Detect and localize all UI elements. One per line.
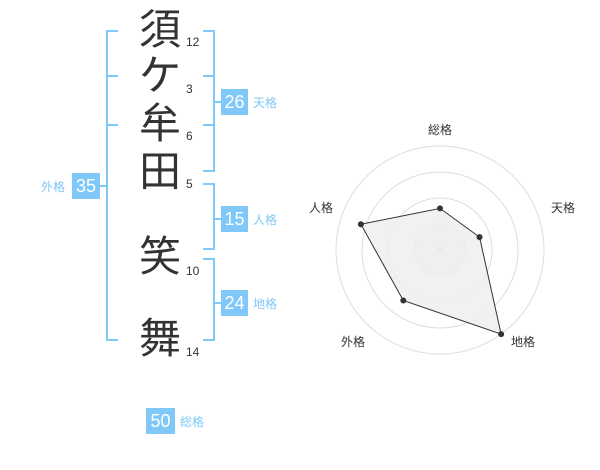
radar-axis-label-chikaku: 地格	[511, 335, 536, 349]
gaikaku-label: 外格	[41, 180, 66, 194]
left-bracket-tick	[106, 124, 118, 126]
jinkaku-bracket-vertical	[213, 183, 215, 250]
radar-axis-label-gaikaku: 外格	[341, 335, 366, 349]
soukaku-value-badge: 50	[146, 408, 175, 434]
stroke-count-1: 12	[186, 35, 200, 49]
radar-ring	[361, 171, 519, 329]
left-bracket-tick	[106, 30, 118, 32]
tenkaku-bracket-connector	[213, 101, 221, 103]
tenkaku-label: 天格	[253, 96, 278, 110]
tenkaku-bracket-tick	[203, 75, 215, 77]
left-bracket-vertical	[106, 30, 108, 341]
stroke-count-2: 3	[186, 82, 193, 96]
name-char-2: ケ	[138, 51, 181, 100]
chikaku-bracket-tick	[203, 339, 215, 341]
radar-point-2	[476, 234, 483, 241]
radar-axis-label-jinkaku: 人格	[309, 201, 334, 215]
radar-point-1	[437, 205, 443, 212]
name-char-4: 田	[138, 147, 181, 196]
left-bracket-tick	[106, 339, 118, 341]
chikaku-bracket-vertical	[213, 258, 215, 341]
chikaku-bracket-connector	[213, 302, 221, 304]
stroke-count-5: 10	[186, 264, 200, 278]
radar-point-5	[357, 221, 364, 228]
name-char-3: 牟	[138, 99, 181, 148]
radar-data-polygon	[360, 207, 502, 335]
jinkaku-label: 人格	[253, 213, 278, 227]
name-char-1: 須	[138, 5, 181, 54]
radar-point-3	[498, 331, 505, 338]
gaikaku-value-badge: 35	[72, 173, 100, 199]
radar-point-4	[400, 297, 407, 304]
stroke-count-6: 14	[186, 345, 200, 359]
radar-ring	[335, 145, 545, 355]
left-bracket-connector	[100, 185, 106, 187]
chikaku-label: 地格	[253, 297, 278, 311]
name-char-5: 笑	[138, 232, 181, 281]
tenkaku-bracket-tick	[203, 30, 215, 32]
chikaku-bracket-tick	[203, 258, 215, 260]
jinkaku-bracket-connector	[213, 218, 221, 220]
radar-axis-label-tenkaku: 天格	[551, 201, 576, 215]
soukaku-label: 総格	[180, 415, 205, 429]
tenkaku-bracket-tick	[203, 124, 215, 126]
stroke-count-3: 6	[186, 129, 193, 143]
radar-axis-label-soukaku: 総格	[428, 123, 453, 137]
jinkaku-value-badge: 15	[221, 206, 248, 232]
tenkaku-value-badge: 26	[221, 89, 248, 115]
jinkaku-bracket-tick	[203, 183, 215, 185]
tenkaku-bracket-tick	[203, 170, 215, 172]
stroke-count-4: 5	[186, 177, 193, 191]
jinkaku-bracket-tick	[203, 248, 215, 250]
chikaku-value-badge: 24	[221, 290, 248, 316]
name-char-6: 舞	[138, 314, 181, 363]
left-bracket-tick	[106, 75, 118, 77]
